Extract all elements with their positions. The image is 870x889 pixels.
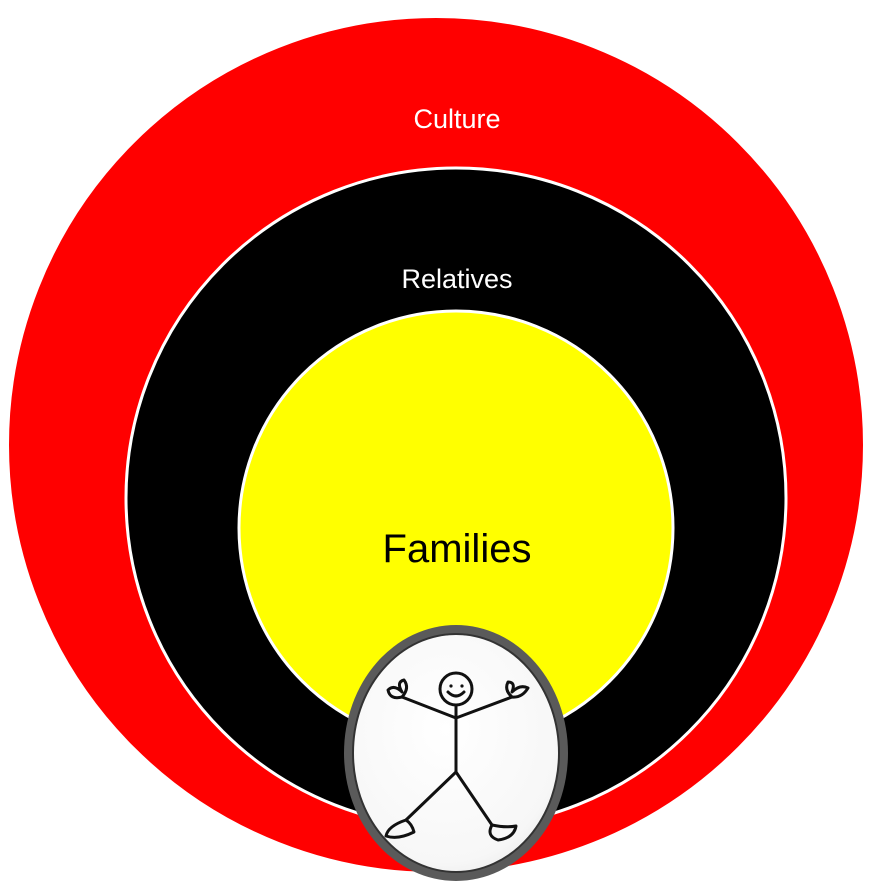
families-label: Families: [383, 527, 532, 571]
culture-label: Culture: [413, 104, 500, 134]
stick-figure-icon: [384, 671, 530, 842]
relatives-label: Relatives: [401, 264, 512, 294]
person-badge: [344, 625, 568, 881]
